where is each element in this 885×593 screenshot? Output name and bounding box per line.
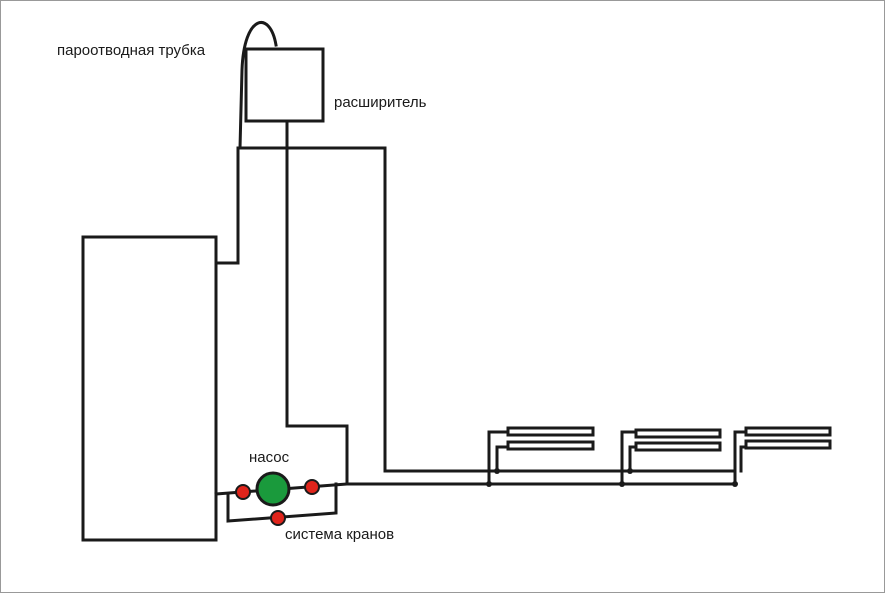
expander-drop-pipe: [285, 119, 349, 485]
label-valves: система кранов: [285, 526, 394, 543]
supply-riser: [214, 146, 387, 265]
supply-main: [383, 146, 737, 473]
expander-tank: [244, 47, 325, 123]
radiator-1: [486, 426, 595, 487]
valve-left: [235, 484, 251, 500]
label-steam-pipe: пароотводная трубка: [57, 42, 206, 59]
radiator-3: [732, 426, 832, 487]
steam-vent-pipe: [238, 21, 278, 150]
radiator-2: [619, 428, 722, 487]
valve-right: [304, 479, 320, 495]
label-expander: расширитель: [334, 94, 427, 111]
pump: [255, 471, 291, 507]
boiler: [81, 235, 218, 542]
valve-bypass: [270, 510, 286, 526]
label-pump: насос: [249, 449, 290, 466]
